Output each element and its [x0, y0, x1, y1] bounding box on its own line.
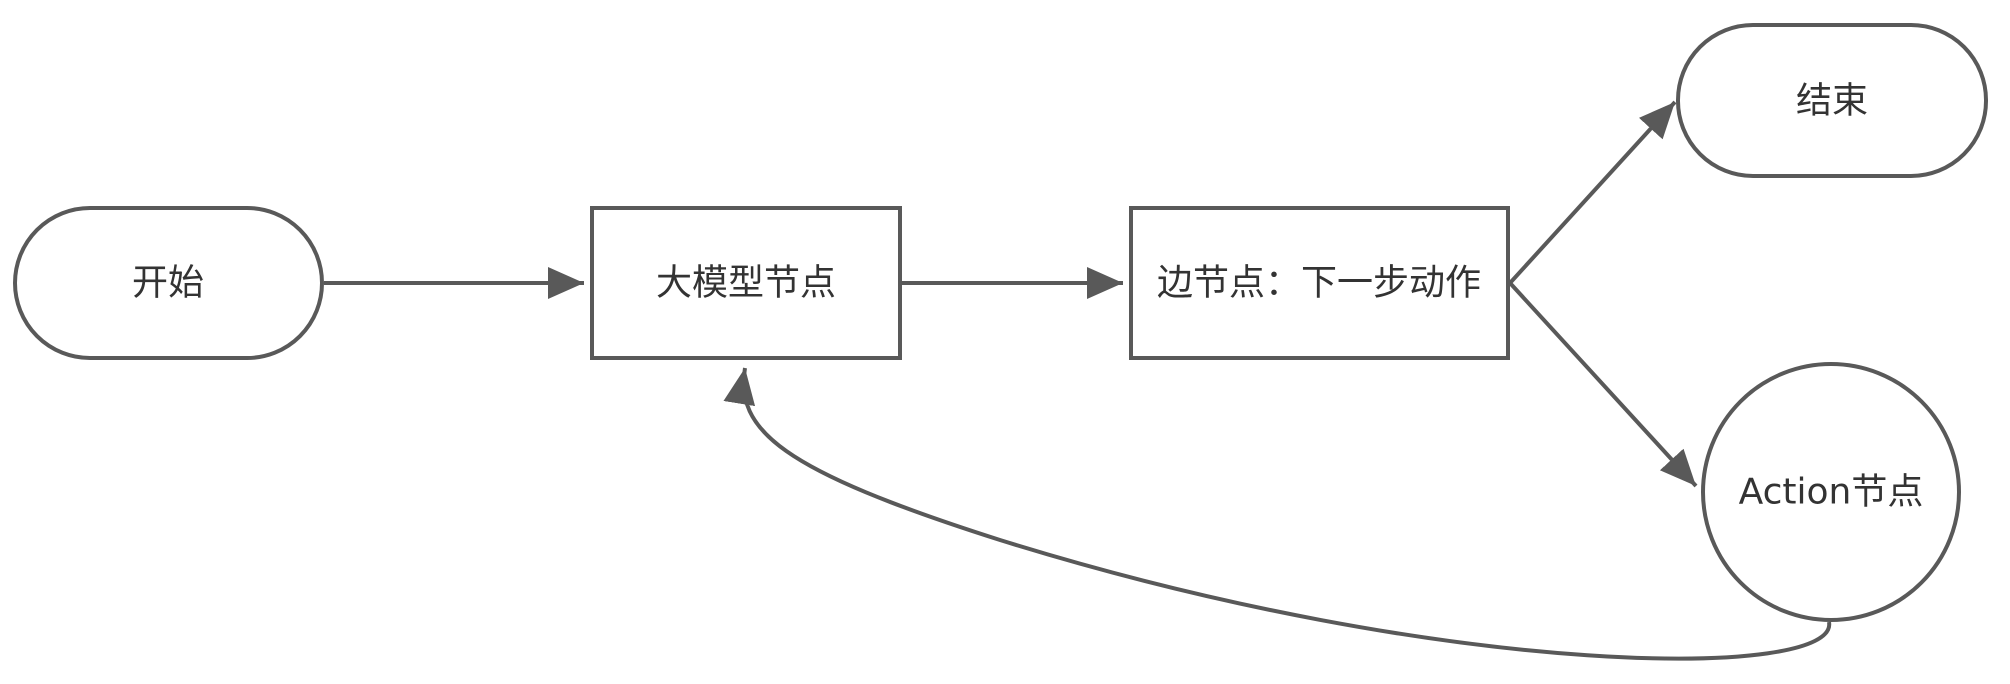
node-action: Action节点	[1701, 362, 1961, 622]
node-action-label: Action节点	[1739, 472, 1924, 513]
node-edge-next-action: 边节点：下一步动作	[1129, 206, 1510, 360]
node-end: 结束	[1676, 23, 1988, 178]
node-start-label: 开始	[132, 263, 204, 304]
edge-edge-node-to-action	[1508, 281, 1698, 488]
node-edge-next-action-label: 边节点：下一步动作	[1157, 263, 1481, 304]
node-start: 开始	[13, 206, 324, 360]
node-llm: 大模型节点	[590, 206, 902, 360]
edge-action-to-llm	[723, 367, 1832, 661]
edge-edge-node-to-end	[1508, 100, 1677, 285]
node-llm-label: 大模型节点	[656, 263, 836, 304]
node-end-label: 结束	[1796, 81, 1868, 122]
